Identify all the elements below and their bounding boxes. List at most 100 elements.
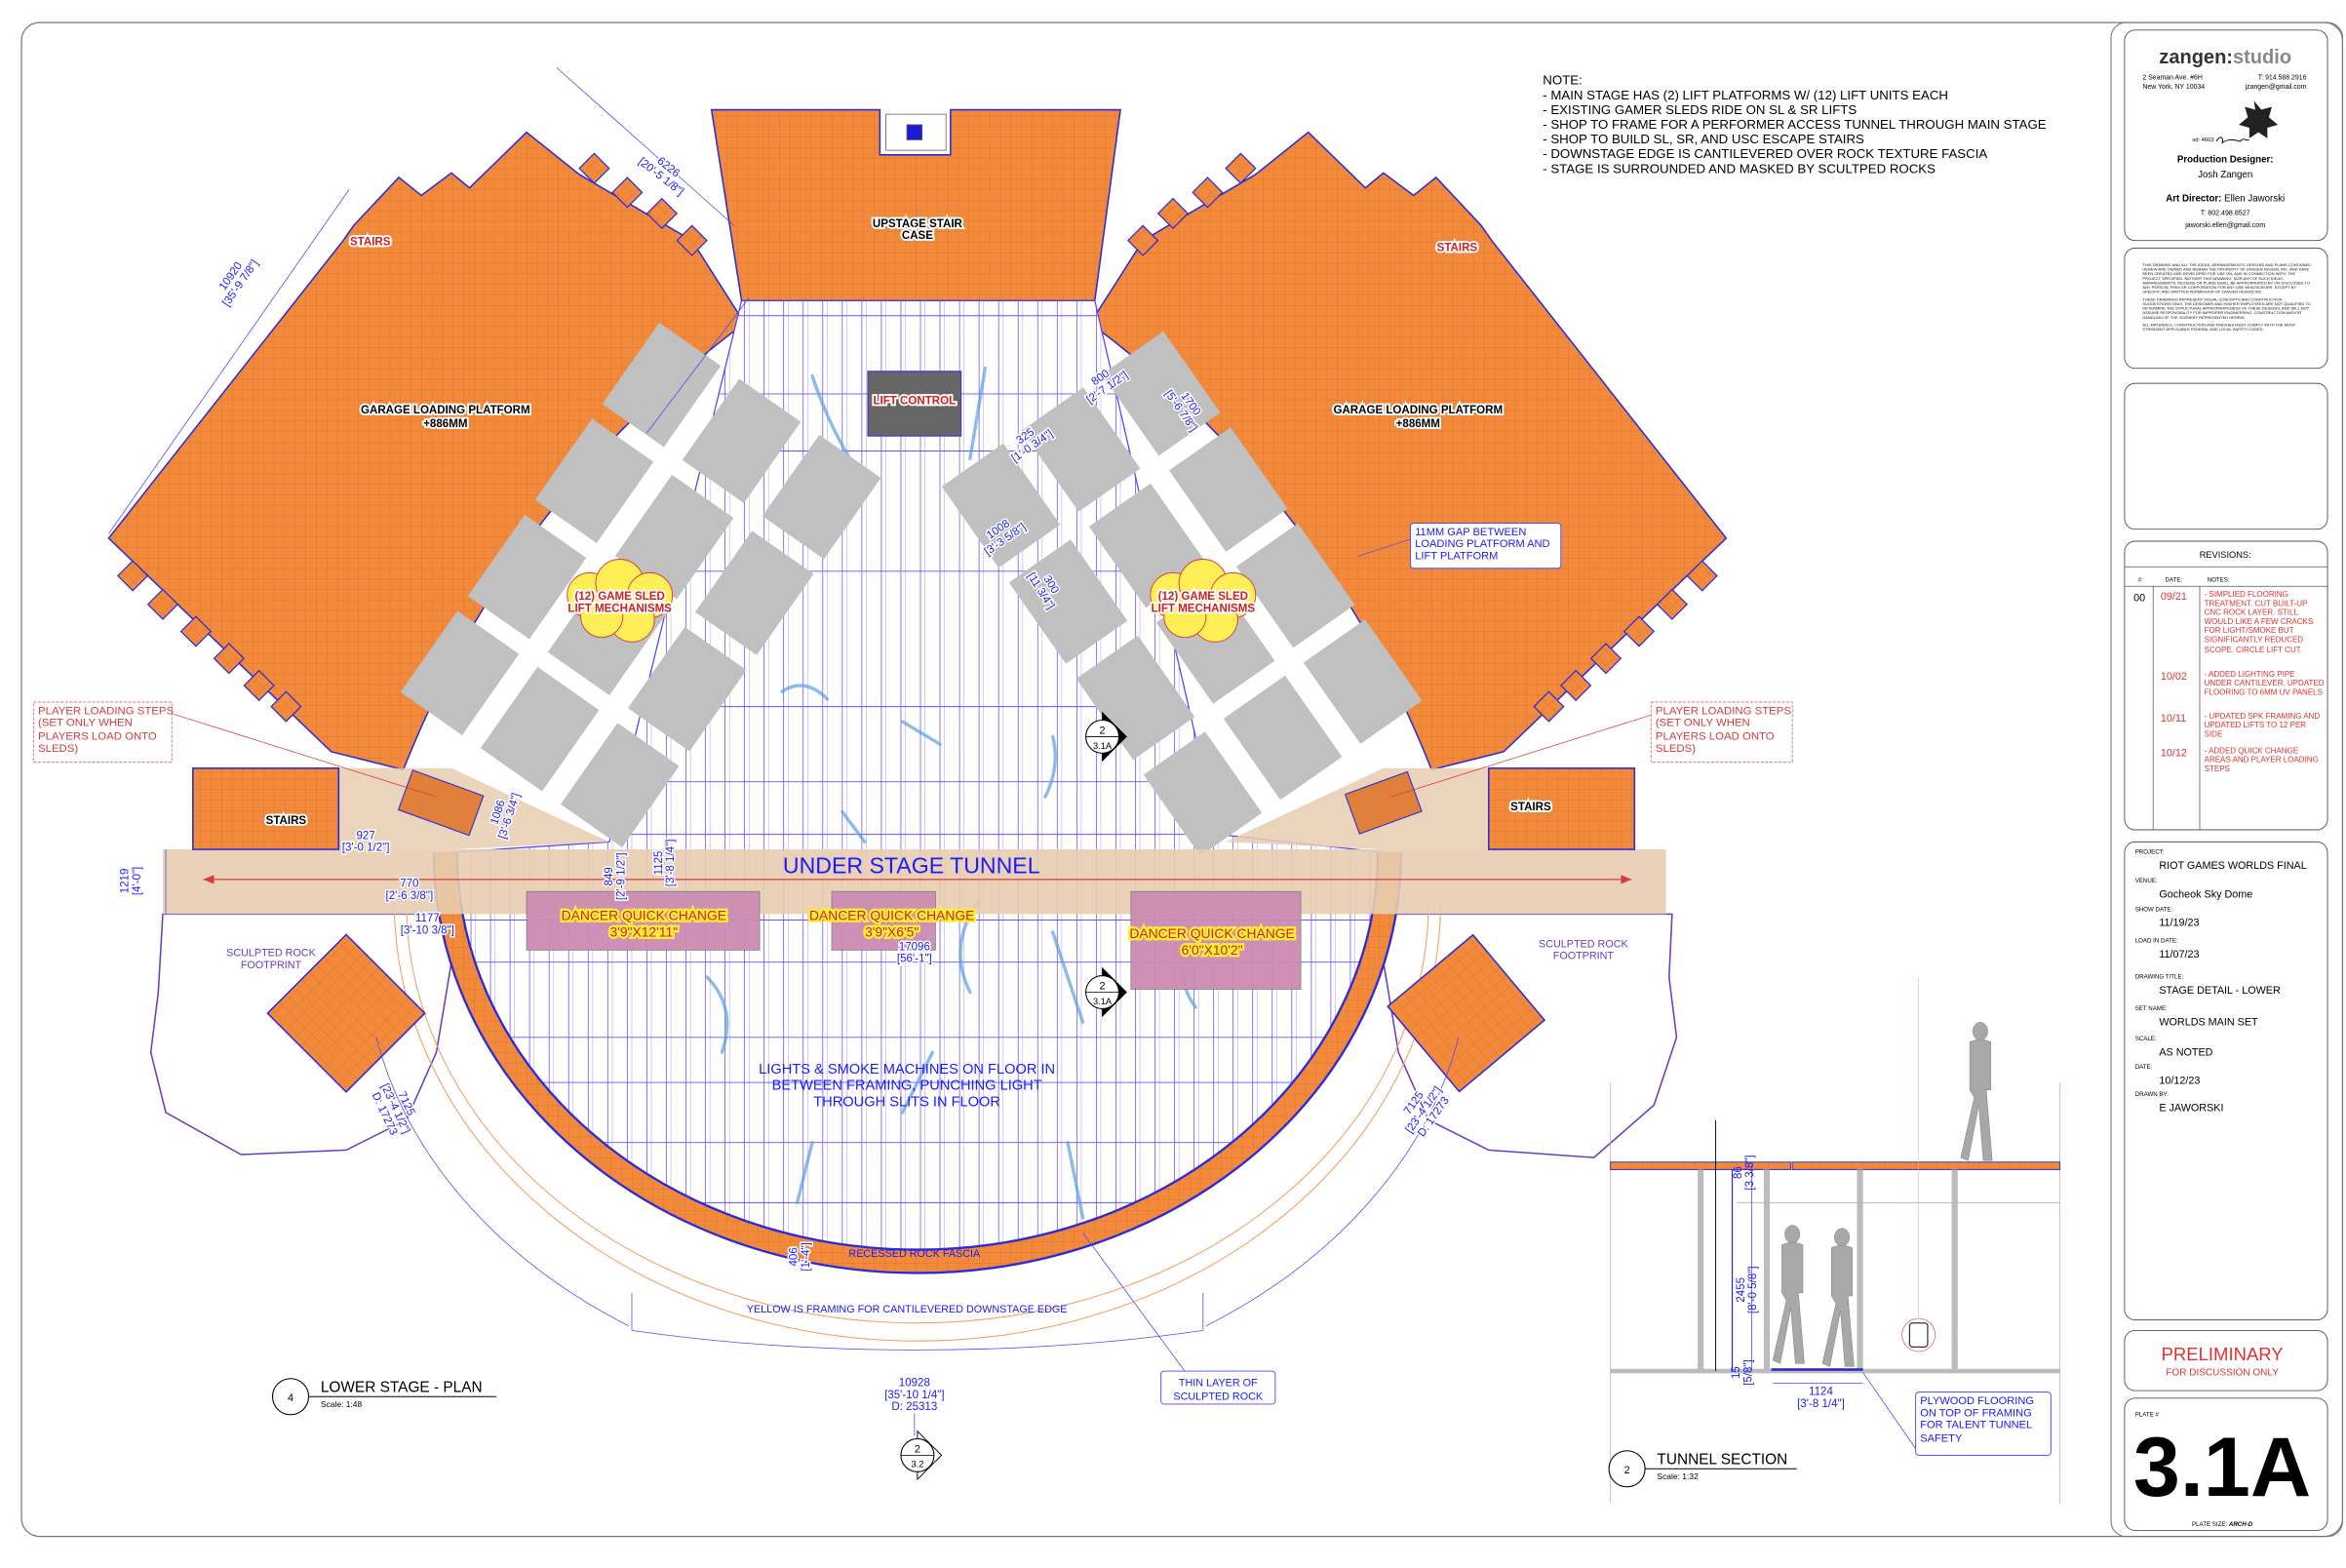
section-marker[interactable]: 23.1A bbox=[1085, 966, 1127, 1018]
disclaimer-box bbox=[2124, 247, 2328, 370]
quick-change-size: 3'9"X6'5" bbox=[865, 923, 919, 939]
dimension-text: [1'-4"] bbox=[801, 1242, 812, 1271]
game-sled-lift bbox=[762, 434, 881, 560]
light-slit bbox=[795, 1141, 814, 1205]
upstage-stair-label: UPSTAGE STAIR bbox=[873, 218, 963, 230]
note-item: - MAIN STAGE HAS (2) LIFT PLATFORMS W/ (… bbox=[1543, 88, 1948, 102]
dimension-text: [5/8"] bbox=[1743, 1359, 1755, 1386]
general-notes: NOTE:- MAIN STAGE HAS (2) LIFT PLATFORMS… bbox=[1543, 72, 2047, 176]
info-value: AS NOTED bbox=[2159, 1046, 2212, 1058]
revision-date: 10/02 bbox=[2161, 671, 2187, 683]
studio-email: jzangen@gmail.com bbox=[2245, 84, 2307, 91]
info-label: SCALE: bbox=[2135, 1036, 2157, 1042]
light-slit bbox=[780, 684, 830, 701]
section-dimension-15: 15[5/8"] bbox=[1731, 1359, 1754, 1386]
quick-change-label: DANCER QUICK CHANGE bbox=[562, 908, 726, 923]
dimension-927: 927[3'-0 1/2"] bbox=[340, 829, 391, 855]
lights-smoke-note: LIGHTS & SMOKE MACHINES ON FLOOR IN bbox=[759, 1062, 1055, 1078]
light-slit bbox=[1050, 930, 1085, 1025]
dimension-text: [35'-10 1/4"] bbox=[884, 1390, 945, 1401]
game-sled-lift bbox=[1303, 619, 1423, 744]
dimension-text: [2'-6 3/8"] bbox=[385, 890, 433, 902]
section-title-number: 2 bbox=[1624, 1465, 1630, 1476]
sled-callout-left-2: LIFT MECHANISMS bbox=[567, 603, 672, 614]
quick-change-2 bbox=[831, 890, 936, 951]
revisions-box bbox=[2124, 540, 2328, 831]
title-block: zangen:studio 2 Seaman Ave. #6H New York… bbox=[2110, 21, 2343, 1538]
stairs-left bbox=[192, 767, 340, 850]
dimension-text: 406 bbox=[789, 1247, 801, 1266]
thin-rock-callout-box bbox=[1160, 1370, 1276, 1405]
info-value: 11/19/23 bbox=[2159, 918, 2199, 929]
game-sled-lift bbox=[1168, 427, 1288, 552]
light-slit bbox=[810, 373, 852, 460]
loading-step-square bbox=[1533, 690, 1565, 723]
section-title: TUNNEL SECTION bbox=[1657, 1452, 1787, 1469]
dimension-1177: 1177[3'-10 3/8"] bbox=[399, 912, 455, 938]
revision-note: - ADDED LIGHTING PIPE UNDER CANTILEVER. … bbox=[2204, 670, 2325, 698]
rock-footprint-right-label: SCULPTED ROCK bbox=[1539, 938, 1628, 950]
info-value: 10/12/23 bbox=[2159, 1076, 2200, 1087]
designer-label: Production Designer: bbox=[2177, 155, 2274, 166]
loading-step-square bbox=[1225, 152, 1257, 184]
person-silhouette-icon bbox=[1821, 1228, 1855, 1367]
dimension-text: [2'-9 1/2"] bbox=[615, 852, 627, 900]
info-label: PROJECT: bbox=[2135, 849, 2165, 856]
game-sled-lift bbox=[400, 610, 520, 735]
lower-stage-plan: LIFT CONTROL UNDER STAGE TUNNEL STAIRS S… bbox=[32, 67, 1793, 1481]
sled-callout-left: (12) GAME SLED bbox=[574, 591, 664, 603]
studio-phone: T: 914.588.2916 bbox=[2258, 75, 2307, 82]
sled-callout-right: (12) GAME SLED bbox=[1158, 591, 1248, 603]
dimension-text: 10928 bbox=[899, 1377, 930, 1389]
dimension-text: 1125 bbox=[653, 851, 665, 876]
loading-step-square bbox=[243, 669, 275, 702]
annotation-leaders bbox=[173, 713, 1655, 798]
section-marker[interactable]: 2 3.1A bbox=[1085, 711, 1127, 763]
studio-logo: zangen:studio bbox=[2159, 47, 2291, 68]
info-label: DRAWING TITLE: bbox=[2135, 974, 2184, 981]
rev-header-notes: NOTES: bbox=[2208, 577, 2230, 584]
rev-header-number: #: bbox=[2138, 577, 2143, 584]
plywood-callout-box bbox=[1915, 1392, 2052, 1456]
revision-date: 10/12 bbox=[2161, 747, 2187, 759]
dimension-text: [4'-0"] bbox=[132, 867, 143, 895]
revision-note: - UPDATED SPK FRAMING AND UPDATED LIFTS … bbox=[2204, 712, 2321, 740]
loading-step-square bbox=[1156, 197, 1190, 230]
game-sled-lift bbox=[694, 530, 814, 655]
lift-control-box bbox=[867, 371, 962, 437]
preliminary-subtitle: FOR DISCUSSION ONLY bbox=[2166, 1368, 2279, 1379]
note-item: - SHOP TO BUILD SL, SR, AND USC ESCAPE S… bbox=[1543, 132, 1864, 146]
player-loading-callout-right-box bbox=[1650, 701, 1793, 764]
rock-platform-right bbox=[1387, 933, 1546, 1093]
dimension-text: [3'-10 3/8"] bbox=[401, 924, 454, 936]
plan-scale: Scale: 1:48 bbox=[321, 1399, 363, 1409]
person-silhouette-icon bbox=[1960, 1022, 1993, 1161]
art-director-email: jaworski.ellen@gmail.com bbox=[2184, 221, 2265, 229]
garage-platform-right-elevation: +886MM bbox=[1396, 418, 1440, 430]
info-label: DRAWN BY: bbox=[2135, 1091, 2170, 1098]
blank-box bbox=[2124, 382, 2328, 530]
tunnel-section: PLYWOOD FLOORING ON TOP OF FRAMING FOR T… bbox=[1608, 977, 2061, 1504]
loading-step-square bbox=[1589, 643, 1623, 675]
marker-number: 2 bbox=[1100, 980, 1106, 992]
game-sled-lift bbox=[602, 322, 722, 448]
loading-step-square bbox=[676, 224, 708, 256]
marker-sheet: 3.1A bbox=[1093, 741, 1113, 751]
game-sled-lift bbox=[1223, 675, 1343, 801]
signature bbox=[2215, 137, 2250, 144]
player-loading-callout-right: PLAYER LOADING STEPS (SET ONLY WHEN PLAY… bbox=[1655, 705, 1792, 755]
section-marker[interactable]: 23.2 bbox=[900, 1430, 943, 1481]
dimension-6226: 6226[20'-5 1/8"] bbox=[635, 154, 687, 200]
dimension-1125: 1125[3'-8 1/4"] bbox=[651, 838, 678, 888]
marker-number: 2 bbox=[1100, 725, 1106, 736]
art-director-phone: T: 802.498.8527 bbox=[2201, 209, 2250, 216]
upstage-stair-label-2: CASE bbox=[902, 230, 933, 242]
plate-box bbox=[2124, 1397, 2328, 1531]
studio-address-2: New York, NY 10034 bbox=[2142, 84, 2205, 91]
revision-date: 10/11 bbox=[2161, 713, 2186, 725]
loading-step-square bbox=[1192, 176, 1224, 209]
note-item: - EXISTING GAMER SLEDS RIDE ON SL & SR L… bbox=[1543, 102, 1857, 117]
revision-note: - ADDED QUICK CHANGE AREAS AND PLAYER LO… bbox=[2204, 747, 2319, 775]
info-value: STAGE DETAIL - LOWER bbox=[2159, 985, 2281, 997]
union-emblem-icon bbox=[2239, 100, 2279, 138]
